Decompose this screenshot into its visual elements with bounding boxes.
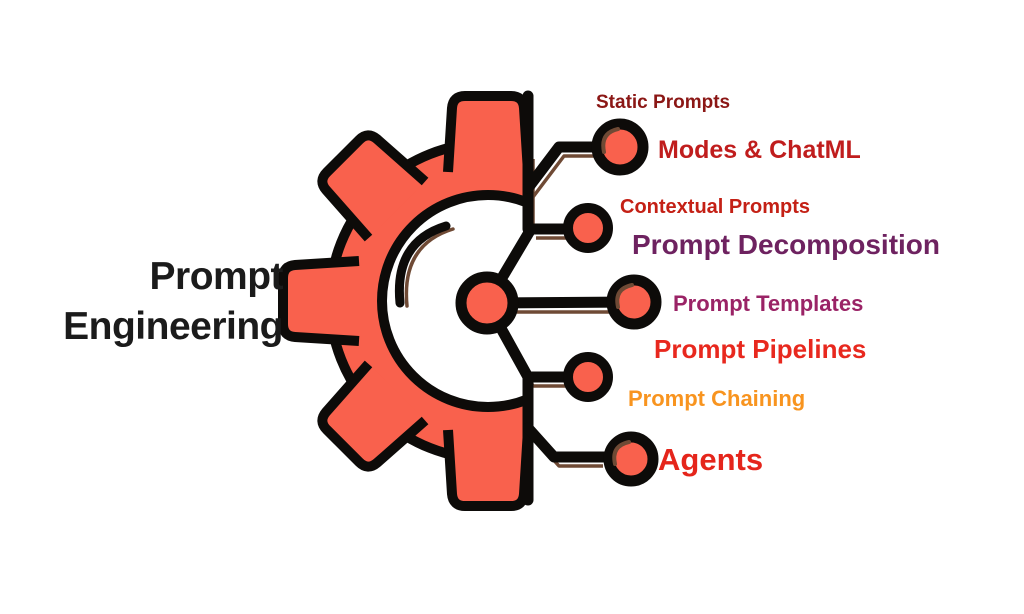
- node-highlights: [601, 127, 634, 466]
- branch-label-prompt-decomposition: Prompt Decomposition: [632, 229, 941, 260]
- diagram-title-line2: Engineering: [63, 305, 283, 348]
- branch-label-modes-chatml: Modes & ChatML: [658, 136, 861, 164]
- branch-label-static-prompts: Static Prompts: [596, 92, 731, 113]
- branch-node-icon-4: [563, 352, 613, 402]
- branch-node-icon-2: [563, 203, 613, 253]
- hub-node-icon: [455, 271, 519, 335]
- branch-label-agents: Agents: [658, 442, 764, 477]
- nodes: [455, 118, 662, 487]
- branch-label-prompt-templates: Prompt Templates: [673, 291, 864, 316]
- branch-label-prompt-chaining: Prompt Chaining: [628, 386, 806, 411]
- diagram-title-line1: Prompt: [149, 255, 284, 298]
- branch-label-prompt-pipelines: Prompt Pipelines: [654, 334, 867, 364]
- gear-accent-arc: [394, 221, 455, 308]
- diagram-title: Prompt Engineering: [63, 252, 283, 352]
- branch-label-contextual-prompts: Contextual Prompts: [620, 196, 811, 218]
